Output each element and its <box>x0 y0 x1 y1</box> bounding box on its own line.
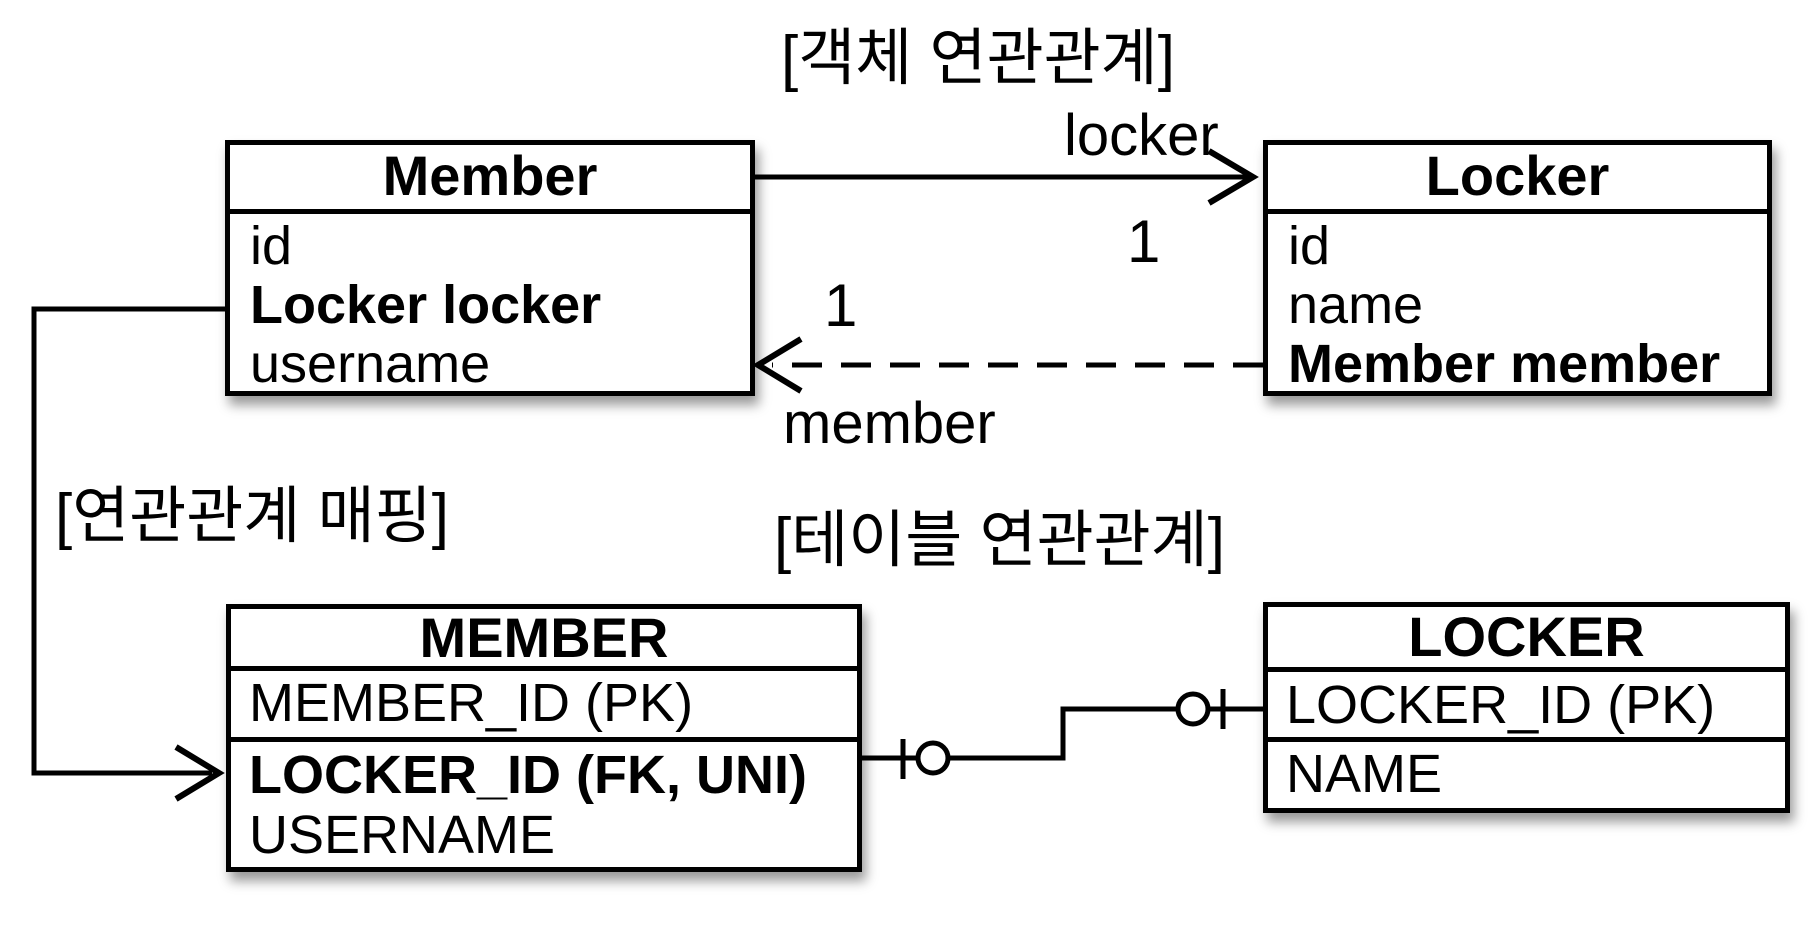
mapping-connector-arrowhead <box>174 744 225 802</box>
member-field-username: username <box>250 334 491 394</box>
table-title-member: MEMBER <box>231 609 857 671</box>
member-column-username: USERNAME <box>249 805 556 865</box>
association-label-locker: locker <box>1064 103 1219 168</box>
table-title-locker: LOCKER <box>1268 607 1785 672</box>
class-box-member: Member id Locker locker username <box>225 140 755 396</box>
class-box-locker: Locker id name Member member <box>1263 140 1772 396</box>
mapping-connector-line <box>31 306 225 776</box>
section-label-table-association: [테이블 연관관계] <box>774 506 1225 575</box>
locker-column-locker-id: LOCKER_ID (PK) <box>1268 672 1785 742</box>
member-field-id: id <box>250 216 293 276</box>
locker-side-zero-circle <box>1175 691 1211 727</box>
member-field-locker: Locker locker <box>250 275 602 335</box>
member-column-member-id: MEMBER_ID (PK) <box>231 671 857 742</box>
member-side-zero-circle <box>915 740 951 776</box>
table-box-member: MEMBER MEMBER_ID (PK) LOCKER_ID (FK, UNI… <box>226 604 862 872</box>
locker-field-member: Member member <box>1288 334 1721 394</box>
multiplicity-member-side: 1 <box>824 272 858 339</box>
locker-field-name: name <box>1288 275 1424 335</box>
table-join-line <box>862 706 1263 761</box>
locker-to-member-arrowhead <box>752 336 803 394</box>
multiplicity-locker-side: 1 <box>1127 208 1161 275</box>
locker-column-name: NAME <box>1286 744 1443 804</box>
section-label-association-mapping: [연관관계 매핑] <box>55 482 449 551</box>
table-box-locker: LOCKER LOCKER_ID (PK) NAME <box>1263 602 1790 813</box>
class-fields-member: id Locker locker username <box>230 214 750 394</box>
association-label-member: member <box>783 391 996 456</box>
class-title-member: Member <box>230 145 750 214</box>
member-to-locker-arrowhead <box>1207 148 1259 206</box>
class-fields-locker: id name Member member <box>1268 214 1767 394</box>
member-column-locker-id: LOCKER_ID (FK, UNI) <box>249 745 807 805</box>
section-label-object-association: [객체 연관관계] <box>781 24 1175 93</box>
locker-field-id: id <box>1288 216 1331 276</box>
class-title-locker: Locker <box>1268 145 1767 214</box>
